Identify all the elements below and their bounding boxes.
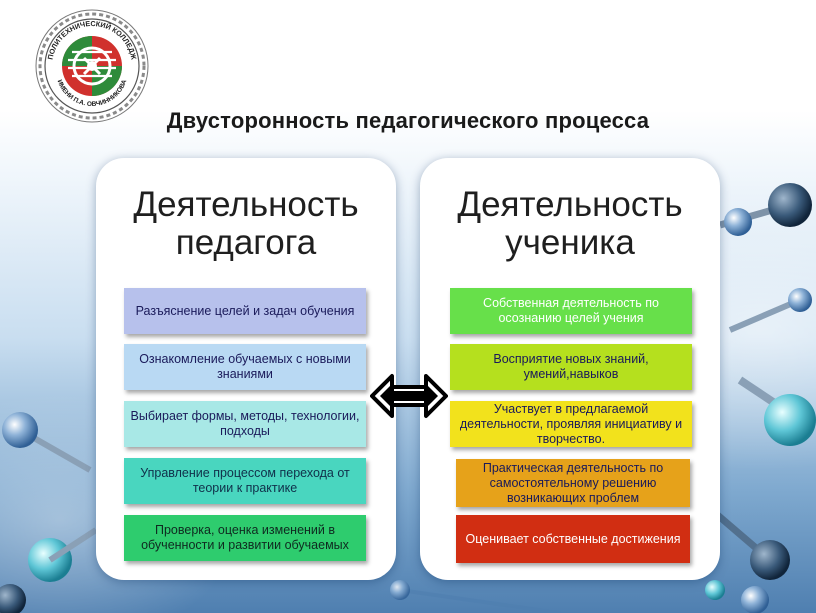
teacher-item: Управление процессом перехода от теории … bbox=[124, 458, 366, 504]
slide-title: Двусторонность педагогического процесса bbox=[166, 108, 650, 133]
student-item: Участвует в предлагаемой деятельности, п… bbox=[450, 401, 692, 447]
teacher-panel: Деятельность педагога Разъяснение целей … bbox=[96, 158, 396, 580]
teacher-item: Ознакомление обучаемых с новыми знаниями bbox=[124, 344, 366, 390]
teacher-item: Проверка, оценка изменений в обученности… bbox=[124, 515, 366, 561]
teacher-item: Разъяснение целей и задач обучения bbox=[124, 288, 366, 334]
student-item: Восприятие новых знаний, умений,навыков bbox=[450, 344, 692, 390]
student-item: Оценивает собственные достижения bbox=[456, 515, 690, 563]
student-item: Собственная деятельность по осознанию це… bbox=[450, 288, 692, 334]
teacher-heading: Деятельность педагога bbox=[133, 185, 359, 262]
student-panel: Деятельность ученика Собственная деятель… bbox=[420, 158, 720, 580]
student-heading: Деятельность ученика bbox=[457, 185, 683, 262]
student-item: Практическая деятельность по самостоятел… bbox=[456, 459, 690, 507]
double-arrow-icon bbox=[370, 374, 448, 418]
college-logo: ПОЛИТЕХНИЧЕСКИЙ КОЛЛЕДЖ ИМЕНИ П.А. ОВЧИН… bbox=[35, 9, 149, 123]
teacher-item: Выбирает формы, методы, технологии, подх… bbox=[124, 401, 366, 447]
